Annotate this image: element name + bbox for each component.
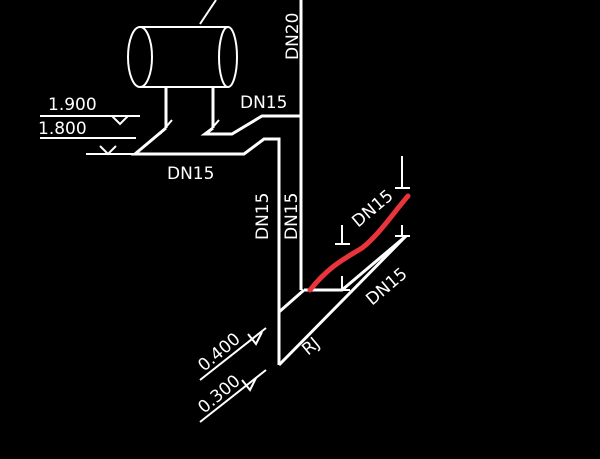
elevation-1800-label: 1.800 (38, 119, 87, 139)
tank-outlet-pipes (164, 87, 215, 128)
label-dn20: DN20 (283, 13, 303, 60)
label-rj: RJ (298, 334, 324, 360)
top-lead-line (199, 0, 217, 25)
pipe-dn15-lower-branch (130, 126, 281, 365)
label-dn15-right-riser: DN15 (282, 193, 302, 240)
label-dn15-lower-horizontal: DN15 (167, 164, 214, 184)
elevation-1900-label: 1.900 (48, 95, 97, 115)
elevation-markers-upper (40, 115, 140, 156)
water-heater-tank-icon (127, 26, 238, 88)
label-dn15-left-riser: DN15 (253, 193, 273, 240)
elevation-0400-label: 0.400 (194, 329, 244, 376)
label-dn15-upper-diagonal: DN15 (348, 186, 397, 232)
pipe-dn15-upper-branch (200, 114, 301, 136)
red-markup-stroke (307, 193, 411, 293)
valve-tick-marks-icon (159, 119, 410, 291)
elevation-markers-lower (199, 327, 267, 423)
label-dn15-upper-horizontal: DN15 (240, 93, 287, 113)
